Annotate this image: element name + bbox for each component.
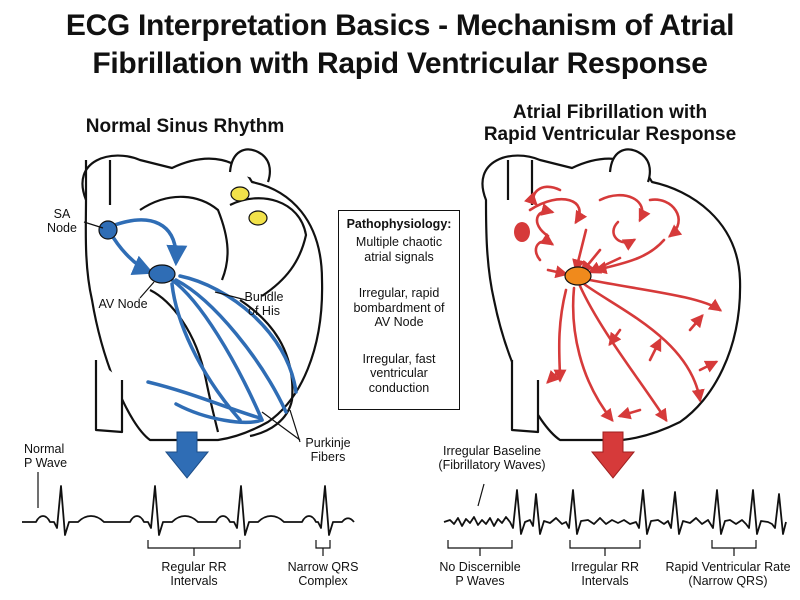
av-node-label: AV Node bbox=[98, 297, 148, 311]
pathophysiology-heading: Pathophysiology: bbox=[346, 217, 452, 231]
title-line-1: ECG Interpretation Basics - Mechanism of… bbox=[65, 9, 735, 42]
rapid-rate-label: Rapid Ventricular Rate (Narrow QRS) bbox=[665, 560, 791, 588]
right-heading: Atrial Fibrillation with Rapid Ventricul… bbox=[483, 102, 737, 145]
sa-node-label: SA Node bbox=[47, 207, 77, 235]
bundle-of-his-label: Bundle of His bbox=[244, 290, 284, 318]
left-vena-cava bbox=[84, 160, 112, 205]
patho-step-2: Irregular, rapid bombardment of AV Node bbox=[353, 286, 445, 329]
narrow-qrs-bracket bbox=[315, 540, 331, 556]
left-valve-1 bbox=[230, 186, 250, 202]
no-p-waves-label: No Discernible P Waves bbox=[439, 560, 521, 588]
right-ectopic-focus bbox=[514, 222, 530, 242]
left-lower-vena bbox=[94, 360, 124, 434]
no-p-waves-bracket bbox=[447, 540, 513, 556]
regular-rr-label: Regular RR Intervals bbox=[161, 560, 227, 588]
irregular-rr-bracket bbox=[569, 540, 641, 556]
regular-rr-bracket bbox=[147, 540, 241, 556]
narrow-qrs-label: Narrow QRS Complex bbox=[287, 560, 359, 588]
right-fibrillation-arrows bbox=[524, 185, 723, 423]
left-valve-2 bbox=[248, 210, 268, 226]
left-down-arrow bbox=[164, 431, 210, 479]
irregular-baseline-label: Irregular Baseline (Fibrillatory Waves) bbox=[438, 444, 546, 472]
right-ecg-trace bbox=[443, 489, 787, 535]
left-aorta bbox=[228, 148, 271, 183]
irregular-rr-label: Irregular RR Intervals bbox=[570, 560, 640, 588]
pathophysiology-box: Pathophysiology: Multiple chaotic atrial… bbox=[338, 210, 460, 410]
title-line-2: Fibrillation with Rapid Ventricular Resp… bbox=[92, 47, 708, 80]
left-ecg-trace bbox=[22, 485, 355, 536]
patho-step-3: Irregular, fast ventricular conduction bbox=[362, 351, 436, 395]
purkinje-fibers-label: Purkinje Fibers bbox=[305, 436, 351, 464]
right-av-node bbox=[564, 266, 592, 286]
normal-p-wave-label: Normal P Wave bbox=[24, 442, 68, 470]
left-septum-inner bbox=[139, 195, 308, 297]
av-node bbox=[148, 264, 176, 284]
left-heading: Normal Sinus Rhythm bbox=[85, 116, 285, 137]
patho-step-1: Multiple chaotic atrial signals bbox=[355, 235, 443, 264]
sa-node bbox=[98, 220, 118, 240]
right-down-arrow bbox=[590, 431, 636, 479]
right-aorta bbox=[608, 148, 651, 183]
rapid-rate-bracket bbox=[711, 540, 757, 556]
right-heart bbox=[481, 148, 742, 442]
right-lower-vena bbox=[510, 360, 540, 434]
